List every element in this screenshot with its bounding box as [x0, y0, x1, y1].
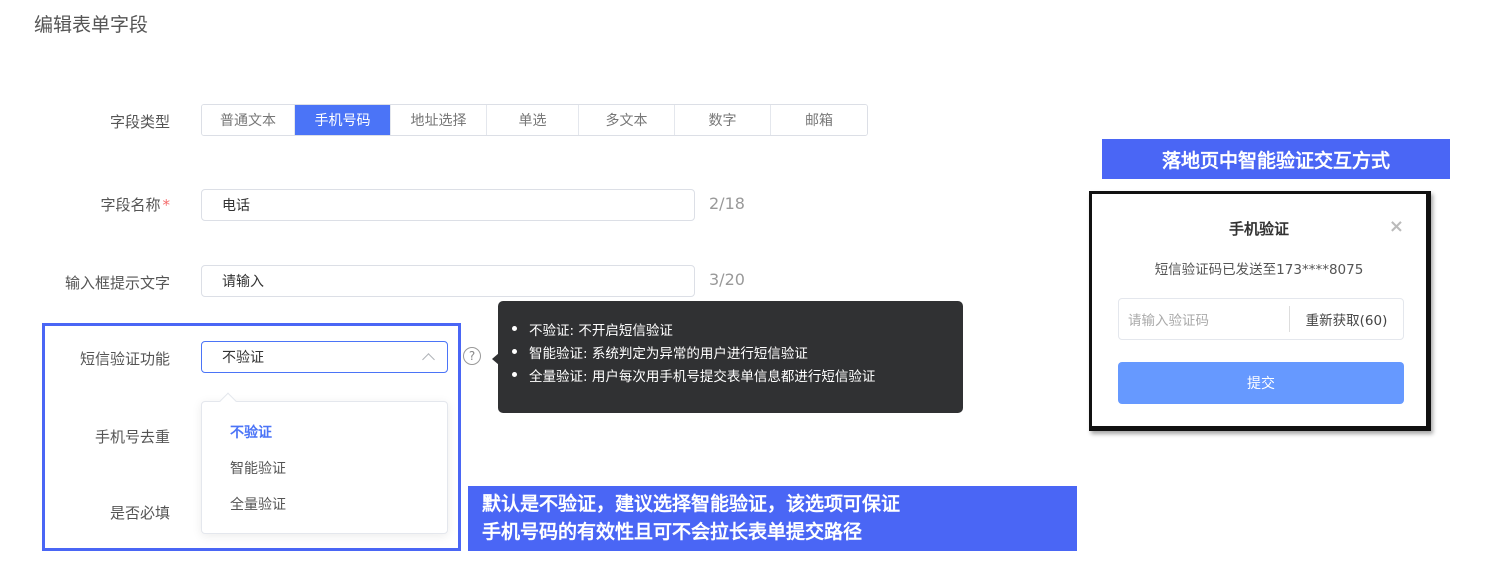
field-name-label-text: 字段名称	[100, 196, 161, 214]
sms-verify-select[interactable]: 不验证	[201, 341, 448, 373]
field-name-label: 字段名称*	[40, 194, 170, 215]
sms-option-none[interactable]: 不验证	[230, 425, 272, 441]
phone-dedupe-label: 手机号去重	[94, 428, 170, 446]
field-name-counter: 2/18	[709, 194, 745, 213]
question-circle-icon[interactable]: ?	[463, 347, 481, 365]
annotation-line-1: 默认是不验证，建议选择智能验证，该选项可保证	[482, 493, 901, 515]
phone-verify-modal: 手机验证 × 短信验证码已发送至173****8075 请输入验证码 重新获取(…	[1089, 191, 1431, 431]
placeholder-text-value: 请输入	[222, 274, 264, 290]
tooltip-arrow	[492, 353, 499, 365]
tooltip-line: 全量验证: 用户每次用手机号提交表单信息都进行短信验证	[512, 363, 963, 386]
required-mark: *	[162, 196, 171, 214]
resend-code-button[interactable]: 重新获取(60)	[1305, 313, 1388, 329]
field-name-input[interactable]: 电话	[201, 189, 695, 221]
field-type-segmented-control: 普通文本 手机号码 地址选择 单选 多文本 数字 邮箱	[201, 104, 868, 136]
sms-verify-dropdown: 不验证 智能验证 全量验证	[201, 401, 448, 534]
sms-verify-label: 短信验证功能	[79, 350, 170, 368]
field-type-option-text[interactable]: 普通文本	[202, 105, 295, 135]
sms-help-tooltip: 不验证: 不开启短信验证 智能验证: 系统判定为异常的用户进行短信验证 全量验证…	[498, 301, 963, 413]
modal-title: 手机验证	[1228, 220, 1289, 238]
annotation-note: 默认是不验证，建议选择智能验证，该选项可保证 手机号码的有效性且可不会拉长表单提…	[468, 486, 1077, 551]
placeholder-text-label: 输入框提示文字	[64, 274, 170, 292]
required-label: 是否必填	[109, 504, 170, 522]
preview-title: 落地页中智能验证交互方式	[1102, 139, 1450, 179]
field-type-option-single-choice[interactable]: 单选	[487, 105, 579, 135]
annotation-line-2: 手机号码的有效性且可不会拉长表单提交路径	[482, 521, 863, 543]
modal-message: 短信验证码已发送至173****8075	[1154, 262, 1364, 278]
bullet-icon	[512, 349, 517, 354]
sms-option-full[interactable]: 全量验证	[230, 497, 286, 513]
placeholder-text-input[interactable]: 请输入	[201, 265, 695, 297]
tooltip-text: 智能验证: 系统判定为异常的用户进行短信验证	[529, 345, 808, 362]
page-title: 编辑表单字段	[34, 14, 149, 36]
chevron-up-icon	[422, 353, 435, 366]
tooltip-line: 不验证: 不开启短信验证	[512, 317, 963, 340]
field-type-option-email[interactable]: 邮箱	[771, 105, 867, 135]
verify-code-input[interactable]: 请输入验证码	[1128, 313, 1209, 329]
field-type-option-address[interactable]: 地址选择	[391, 105, 487, 135]
tooltip-line: 智能验证: 系统判定为异常的用户进行短信验证	[512, 340, 963, 363]
placeholder-text-counter: 3/20	[709, 270, 745, 289]
tooltip-text: 全量验证: 用户每次用手机号提交表单信息都进行短信验证	[529, 368, 876, 385]
tooltip-text: 不验证: 不开启短信验证	[529, 322, 673, 339]
close-icon[interactable]: ×	[1388, 216, 1404, 237]
highlight-box	[42, 323, 461, 551]
submit-button[interactable]: 提交	[1118, 362, 1404, 404]
verify-code-group: 请输入验证码 重新获取(60)	[1118, 298, 1404, 340]
sms-option-smart[interactable]: 智能验证	[230, 461, 286, 477]
bullet-icon	[512, 326, 517, 331]
bullet-icon	[512, 372, 517, 377]
sms-verify-value: 不验证	[222, 350, 264, 366]
field-type-label: 字段类型	[109, 113, 170, 131]
field-type-option-multi-text[interactable]: 多文本	[579, 105, 675, 135]
field-type-option-number[interactable]: 数字	[675, 105, 771, 135]
field-type-option-phone[interactable]: 手机号码	[295, 105, 391, 135]
divider	[1289, 306, 1290, 332]
field-name-value: 电话	[222, 198, 250, 214]
